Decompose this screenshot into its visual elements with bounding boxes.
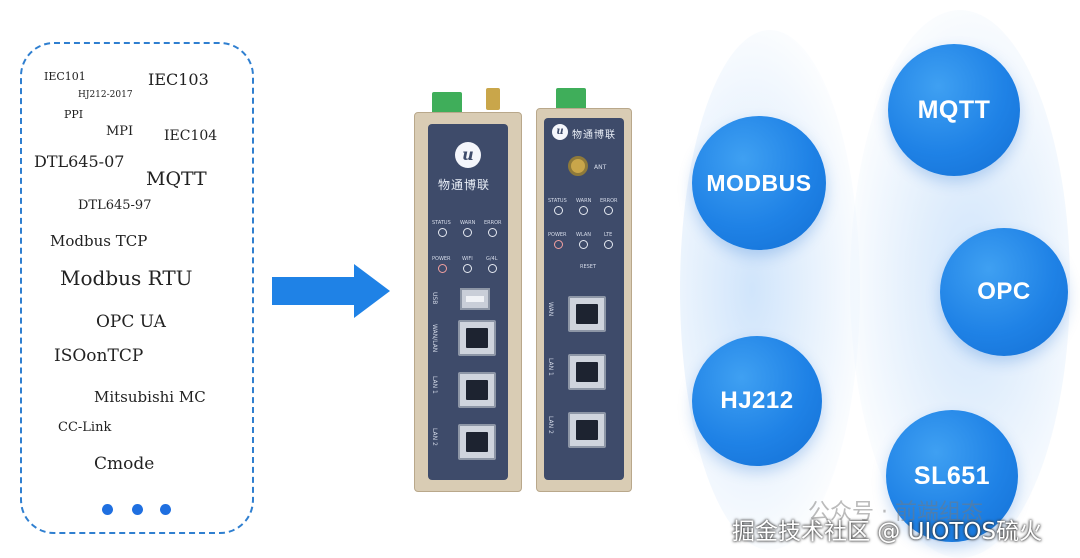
bubble-label: MQTT — [917, 95, 991, 124]
power-terminal — [556, 88, 586, 110]
protocol-list-panel: IEC101 IEC103 HJ212-2017 PPI MPI IEC104 … — [20, 42, 254, 534]
led-label: POWER — [548, 232, 567, 238]
led-label: LTE — [604, 232, 613, 238]
bubble-mqtt: MQTT — [888, 44, 1020, 176]
ethernet-port-lan1 — [568, 354, 606, 390]
watermark-juejin: 掘金技术社区 @ UIOTOS硫火 — [732, 519, 1043, 545]
protocol-mpi: MPI — [106, 124, 134, 139]
device-front-panel: u 物通博联 STATUS WARN ERROR POWER WIFI G/4L… — [428, 124, 508, 480]
protocol-iec101: IEC101 — [44, 70, 86, 83]
protocol-opc-ua: OPC UA — [96, 312, 166, 332]
bubble-label: SL651 — [913, 461, 991, 490]
4g-led — [488, 264, 497, 273]
protocol-cmode: Cmode — [94, 454, 155, 474]
usb-label: USB — [431, 292, 438, 305]
led-label: WIFI — [462, 256, 473, 262]
brand-logo: u — [455, 142, 481, 168]
flow-arrow — [272, 264, 390, 318]
brand-logo: u — [552, 124, 568, 140]
reset-label: RESET — [580, 264, 597, 270]
led-label: STATUS — [432, 220, 451, 226]
led-label: G/4L — [486, 256, 498, 262]
antenna-port — [568, 156, 588, 176]
bubble-modbus: MODBUS — [692, 116, 826, 250]
protocol-mqtt: MQTT — [146, 168, 207, 190]
led-label: WARN — [576, 198, 592, 204]
warn-led — [463, 228, 472, 237]
bubble-opc: OPC — [940, 228, 1068, 356]
protocol-ppi: PPI — [64, 108, 84, 121]
port-label: LAN 1 — [547, 358, 554, 376]
protocol-modbus-rtu: Modbus RTU — [60, 266, 193, 290]
error-led — [488, 228, 497, 237]
watermark-wechat: 公众号 · 前端组态 — [808, 500, 983, 525]
bubble-sl651: SL651 — [886, 410, 1018, 542]
ethernet-port-lan2 — [568, 412, 606, 448]
bubble-hj212: HJ212 — [692, 336, 822, 466]
port-label: LAN 2 — [431, 428, 438, 446]
led-label: ERROR — [600, 198, 618, 204]
status-led — [438, 228, 447, 237]
lte-led — [604, 240, 613, 249]
warn-led — [579, 206, 588, 215]
protocol-cc-link: CC-Link — [58, 420, 112, 435]
protocol-isoontcp: ISOonTCP — [54, 346, 144, 366]
protocol-modbus-tcp: Modbus TCP — [50, 232, 148, 250]
bubble-label: MODBUS — [706, 169, 812, 196]
power-led — [438, 264, 447, 273]
protocol-hj212-2017: HJ212-2017 — [78, 90, 133, 100]
port-label: WAN — [547, 302, 554, 317]
port-label: WAN/LAN — [431, 324, 438, 353]
ethernet-port-lan2 — [458, 424, 496, 460]
brand-name: 物通博联 — [438, 178, 491, 192]
power-terminal — [432, 92, 462, 114]
gateway-device-left: u 物通博联 STATUS WARN ERROR POWER WIFI G/4L… — [414, 84, 522, 494]
gateway-device-right: u 物通博联 ANT STATUS WARN ERROR POWER WLAN … — [536, 84, 632, 494]
ellipsis-dot — [160, 504, 171, 515]
protocol-iec104: IEC104 — [164, 128, 218, 144]
led-label: WARN — [460, 220, 476, 226]
device-front-panel: u 物通博联 ANT STATUS WARN ERROR POWER WLAN … — [544, 118, 624, 480]
led-label: STATUS — [548, 198, 567, 204]
protocol-mitsubishi-mc: Mitsubishi MC — [94, 388, 206, 406]
protocol-dtl645-07: DTL645-07 — [34, 152, 125, 171]
status-led — [554, 206, 563, 215]
ethernet-port-wan — [458, 320, 496, 356]
ellipsis-dot — [132, 504, 143, 515]
wifi-led — [463, 264, 472, 273]
port-label: LAN 2 — [547, 416, 554, 434]
ant-label: ANT — [594, 164, 607, 171]
error-led — [604, 206, 613, 215]
led-label: POWER — [432, 256, 451, 262]
ethernet-port-wan — [568, 296, 606, 332]
antenna-connector — [486, 88, 500, 110]
bubble-label: HJ212 — [720, 387, 794, 414]
usb-port — [460, 288, 490, 310]
led-label: WLAN — [576, 232, 592, 238]
protocol-iec103: IEC103 — [148, 70, 209, 89]
wlan-led — [579, 240, 588, 249]
led-label: ERROR — [484, 220, 502, 226]
bubble-background — [680, 30, 860, 550]
ethernet-port-lan1 — [458, 372, 496, 408]
ellipsis-dot — [102, 504, 113, 515]
bubble-label: OPC — [977, 278, 1031, 305]
port-label: LAN 1 — [431, 376, 438, 394]
power-led — [554, 240, 563, 249]
protocol-dtl645-97: DTL645-97 — [78, 198, 152, 213]
brand-name: 物通博联 — [572, 130, 616, 141]
